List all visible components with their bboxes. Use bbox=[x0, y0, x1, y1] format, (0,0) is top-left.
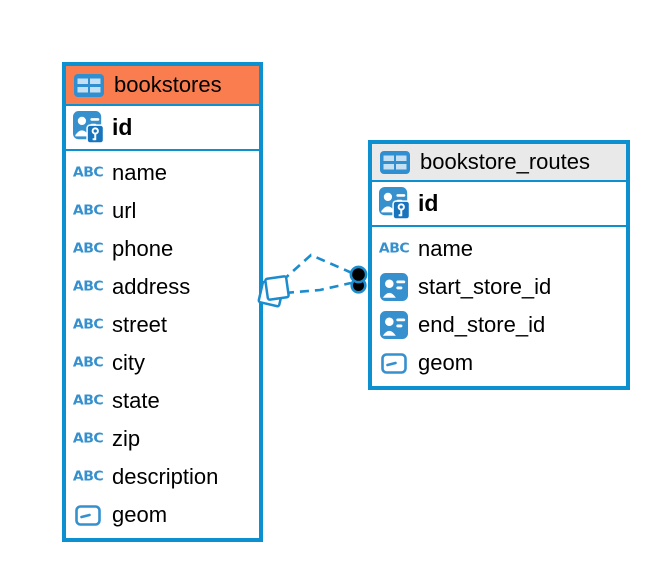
column-label: street bbox=[112, 312, 168, 337]
table-header-bookstore-routes[interactable]: bookstore_routes bbox=[372, 144, 626, 182]
column-label-id: id bbox=[112, 114, 133, 140]
text-abc-icon: ABC bbox=[72, 431, 104, 447]
column-label: address bbox=[112, 274, 191, 299]
column-row-end-store-id[interactable]: end_store_id bbox=[372, 306, 626, 344]
column-label: url bbox=[112, 198, 137, 223]
text-abc-icon: ABC bbox=[72, 393, 104, 409]
person-key-icon bbox=[72, 111, 104, 144]
relation-line-upper[interactable] bbox=[281, 253, 353, 282]
table-title: bookstores bbox=[114, 72, 222, 97]
person-key-icon bbox=[378, 187, 410, 220]
dot-marker-front bbox=[349, 265, 368, 284]
column-label: geom bbox=[112, 502, 168, 527]
square-marker-front bbox=[264, 275, 290, 301]
column-row-id[interactable]: id bbox=[372, 182, 626, 227]
text-abc-icon: ABC bbox=[72, 469, 104, 485]
relation-line-lower[interactable] bbox=[284, 281, 352, 295]
text-abc-icon: ABC bbox=[72, 203, 104, 219]
column-label: end_store_id bbox=[418, 312, 546, 337]
column-row-geom[interactable]: geom bbox=[66, 496, 259, 534]
column-row-start-store-id[interactable]: start_store_id bbox=[372, 268, 626, 306]
column-row-description[interactable]: ABC description bbox=[66, 458, 259, 496]
geometry-icon bbox=[378, 352, 410, 374]
column-row-zip[interactable]: ABC zip bbox=[66, 420, 259, 458]
table-header-bookstores[interactable]: bookstores bbox=[66, 66, 259, 106]
table-icon bbox=[379, 150, 411, 174]
column-label: description bbox=[112, 464, 219, 489]
column-row-phone[interactable]: ABC phone bbox=[66, 230, 259, 268]
text-abc-icon: ABC bbox=[378, 241, 410, 257]
table-bookstores[interactable]: bookstores id ABC bbox=[62, 62, 263, 542]
column-list: ABC name start_store_id bbox=[372, 227, 626, 386]
column-label: city bbox=[112, 350, 145, 375]
column-label: phone bbox=[112, 236, 174, 261]
table-title: bookstore_routes bbox=[420, 149, 590, 174]
column-row-geom[interactable]: geom bbox=[372, 344, 626, 382]
column-list: ABC name ABC url ABC phone ABC address A… bbox=[66, 151, 259, 538]
column-row-url[interactable]: ABC url bbox=[66, 192, 259, 230]
table-bookstore-routes[interactable]: bookstore_routes id ABC bbox=[368, 140, 630, 390]
column-row-city[interactable]: ABC city bbox=[66, 344, 259, 382]
column-row-state[interactable]: ABC state bbox=[66, 382, 259, 420]
column-row-name[interactable]: ABC name bbox=[372, 230, 626, 268]
text-abc-icon: ABC bbox=[72, 165, 104, 181]
text-abc-icon: ABC bbox=[72, 355, 104, 371]
column-label-id: id bbox=[418, 190, 439, 216]
column-label: zip bbox=[112, 426, 141, 451]
text-abc-icon: ABC bbox=[72, 317, 104, 333]
column-row-street[interactable]: ABC street bbox=[66, 306, 259, 344]
column-row-id[interactable]: id bbox=[66, 106, 259, 151]
person-badge-icon bbox=[378, 311, 410, 339]
column-label: geom bbox=[418, 350, 474, 375]
text-abc-icon: ABC bbox=[72, 279, 104, 295]
column-row-name[interactable]: ABC name bbox=[66, 154, 259, 192]
table-icon bbox=[73, 73, 105, 97]
column-row-address[interactable]: ABC address bbox=[66, 268, 259, 306]
person-badge-icon bbox=[378, 273, 410, 301]
column-label: name bbox=[418, 236, 474, 261]
stacked-squares-marker[interactable] bbox=[257, 275, 290, 308]
geometry-icon bbox=[72, 504, 104, 526]
text-abc-icon: ABC bbox=[72, 241, 104, 257]
column-label: start_store_id bbox=[418, 274, 552, 299]
column-label: state bbox=[112, 388, 160, 413]
column-label: name bbox=[112, 160, 168, 185]
stacked-dots-marker[interactable] bbox=[349, 265, 368, 294]
